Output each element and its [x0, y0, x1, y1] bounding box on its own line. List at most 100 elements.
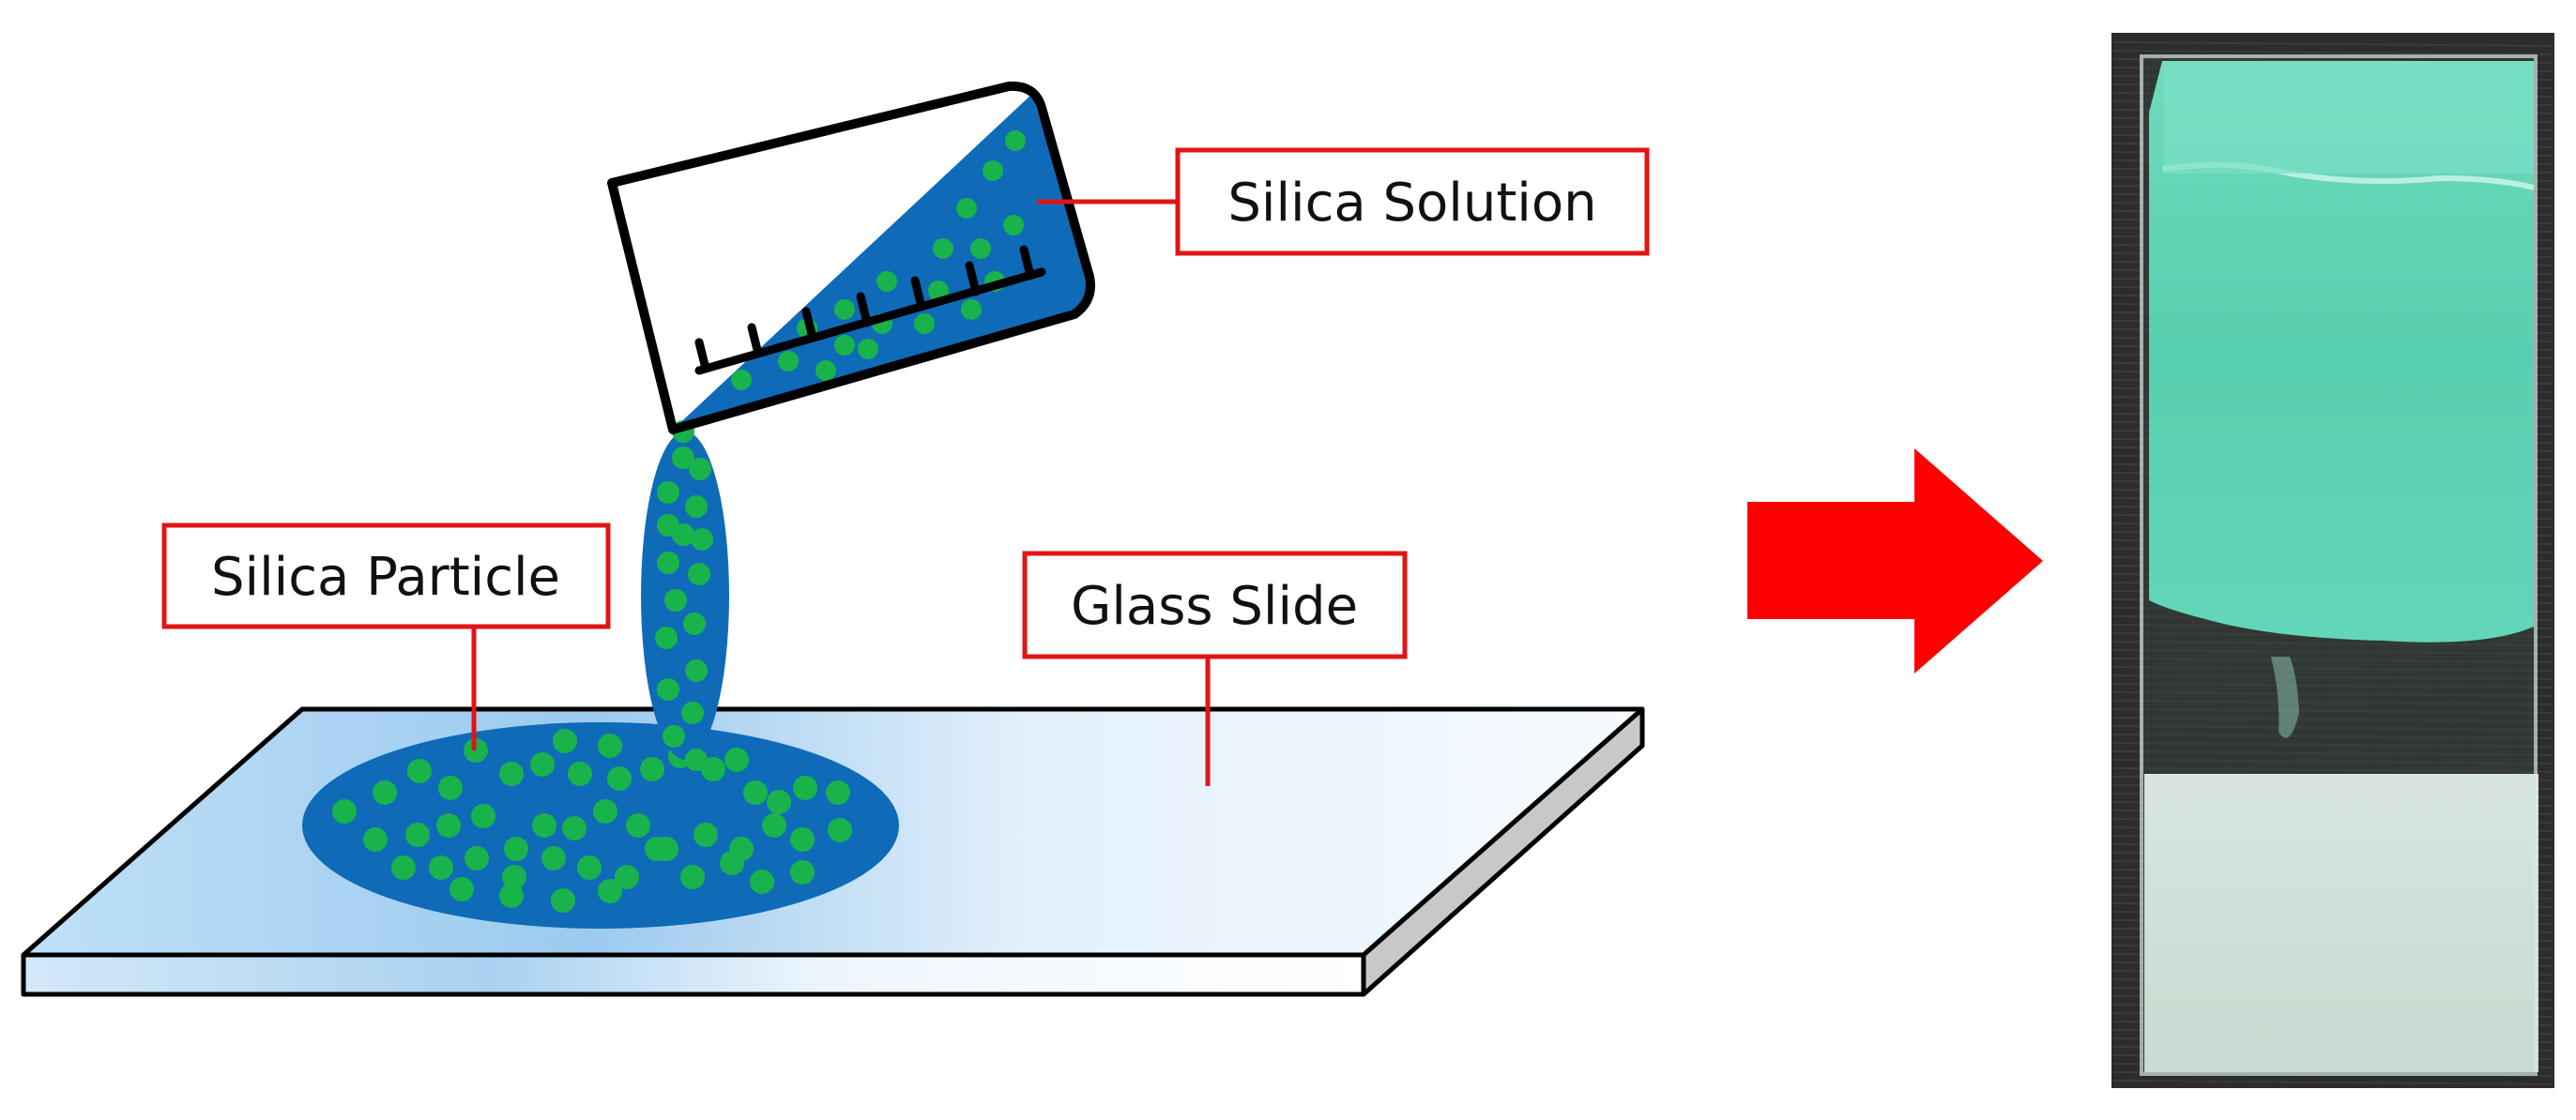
photo-coating [2149, 61, 2534, 643]
silica-particle-dot [532, 813, 556, 838]
silica-particle-dot [429, 855, 453, 880]
label-silica-solution: Silica Solution [1227, 173, 1596, 234]
silica-particle-dot [681, 702, 704, 724]
silica-particle-dot [683, 613, 706, 635]
silica-particle-dot [672, 446, 694, 469]
fabric-line [2112, 1080, 2553, 1085]
silica-particle-dot [598, 879, 622, 903]
silica-particle-dot [685, 659, 708, 682]
silica-particle-dot [767, 790, 791, 814]
silica-particle-dot [645, 837, 669, 861]
silica-particle-dot [720, 851, 744, 875]
silica-particle-dot [1003, 215, 1024, 235]
silica-particle-dot [407, 759, 432, 783]
silica-particle-dot [504, 837, 528, 861]
silica-particle-dot [688, 563, 710, 585]
silica-particle-dot [499, 884, 524, 908]
coated-slide-photo [2111, 33, 2554, 1088]
silica-particle-dot [562, 816, 587, 840]
silica-particle-dot [593, 799, 617, 824]
silica-particle-dot [743, 780, 768, 805]
photo-coating-top [2164, 61, 2534, 174]
silica-particle-dot [689, 458, 711, 480]
silica-particle-dot [778, 351, 799, 371]
silica-particle-dot [790, 860, 815, 885]
silica-particle-dot [626, 813, 650, 838]
silica-particle-dot [657, 481, 679, 504]
silica-particle-dot [762, 813, 786, 838]
callout-box [1175, 147, 1650, 256]
fabric-line [2112, 41, 2553, 47]
fabric-line [2112, 50, 2553, 55]
silica-particle-dot [615, 865, 639, 889]
silica-particle-dot [541, 846, 566, 870]
silica-particle-dot [793, 776, 817, 800]
silica-particle-dot [657, 678, 679, 701]
silica-particle-dot [568, 762, 592, 786]
silica-particle-dot [826, 780, 850, 805]
silica-particle-dot [363, 827, 388, 852]
photo-slide-border [2140, 54, 2538, 1076]
beaker-outline [607, 81, 1095, 434]
callout-silica-solution: Silica Solution [1037, 147, 1650, 256]
silica-particle-dot [914, 313, 935, 334]
silica-particle-dot [391, 855, 416, 880]
silica-particle-dot [685, 749, 708, 771]
silica-particle-dot [1005, 130, 1026, 151]
silica-particle-dot [970, 238, 991, 259]
silica-particle-dot [694, 823, 718, 847]
silica-particle-dot [553, 729, 577, 753]
silica-particle-dot [685, 495, 708, 518]
glass-slide-front [21, 952, 1366, 997]
callout-box [1022, 551, 1408, 659]
callout-silica-particle: Silica Particle [161, 522, 611, 750]
silica-particle-dot [450, 877, 474, 901]
silica-particle-dot [663, 725, 685, 748]
silica-particle-dot [691, 528, 713, 551]
silica-particle-dot [499, 762, 524, 786]
silica-particle-dot [373, 780, 397, 805]
silica-particle-dot [664, 589, 687, 612]
silica-particle-dot [828, 818, 852, 842]
silica-particle-dot [701, 757, 725, 781]
puddle-particles [332, 729, 852, 913]
photo-drip [2271, 657, 2299, 738]
beaker-icon [607, 81, 1095, 434]
silica-particle-dot [858, 339, 878, 359]
silica-particle-dot [530, 752, 555, 777]
silica-particle-dot [790, 827, 815, 852]
silica-particle-dot [598, 734, 622, 758]
silica-particle-dot [465, 846, 489, 870]
silica-particle-dot [438, 776, 463, 800]
photo-slide-bottom [2144, 774, 2538, 1072]
silica-particle-dot [680, 865, 705, 889]
silica-particle-dot [834, 299, 855, 320]
silica-particle-dot [933, 238, 953, 259]
silica-particle-dot [655, 627, 678, 649]
silica-particle-dot [657, 514, 679, 537]
silica-particle-dot [640, 757, 664, 781]
label-glass-slide: Glass Slide [1071, 576, 1358, 637]
silica-particle-dot [657, 552, 679, 574]
silica-particle-dot [502, 865, 526, 889]
silica-particle-dot [724, 748, 749, 772]
beaker-scale [694, 245, 1046, 375]
right-arrow-icon [1747, 448, 2043, 674]
silica-particle-dot [815, 360, 836, 381]
label-silica-particle: Silica Particle [211, 547, 560, 608]
silica-particle-dot [750, 870, 774, 894]
silica-particle-dot [731, 370, 752, 390]
silica-particle-dot [551, 888, 575, 913]
silica-puddle [302, 722, 899, 929]
silica-particle-dot [876, 271, 897, 292]
silica-particle-dot [577, 855, 602, 880]
silica-particle-dot [607, 766, 632, 791]
silica-particle-dot [436, 813, 461, 838]
silica-particle-dot [405, 823, 430, 847]
silica-particle-dot [956, 198, 977, 219]
silica-particle-dot [834, 335, 855, 356]
silica-particle-dot [471, 804, 495, 828]
silica-particle-dot [961, 299, 982, 320]
silica-particle-dot [983, 160, 1003, 181]
